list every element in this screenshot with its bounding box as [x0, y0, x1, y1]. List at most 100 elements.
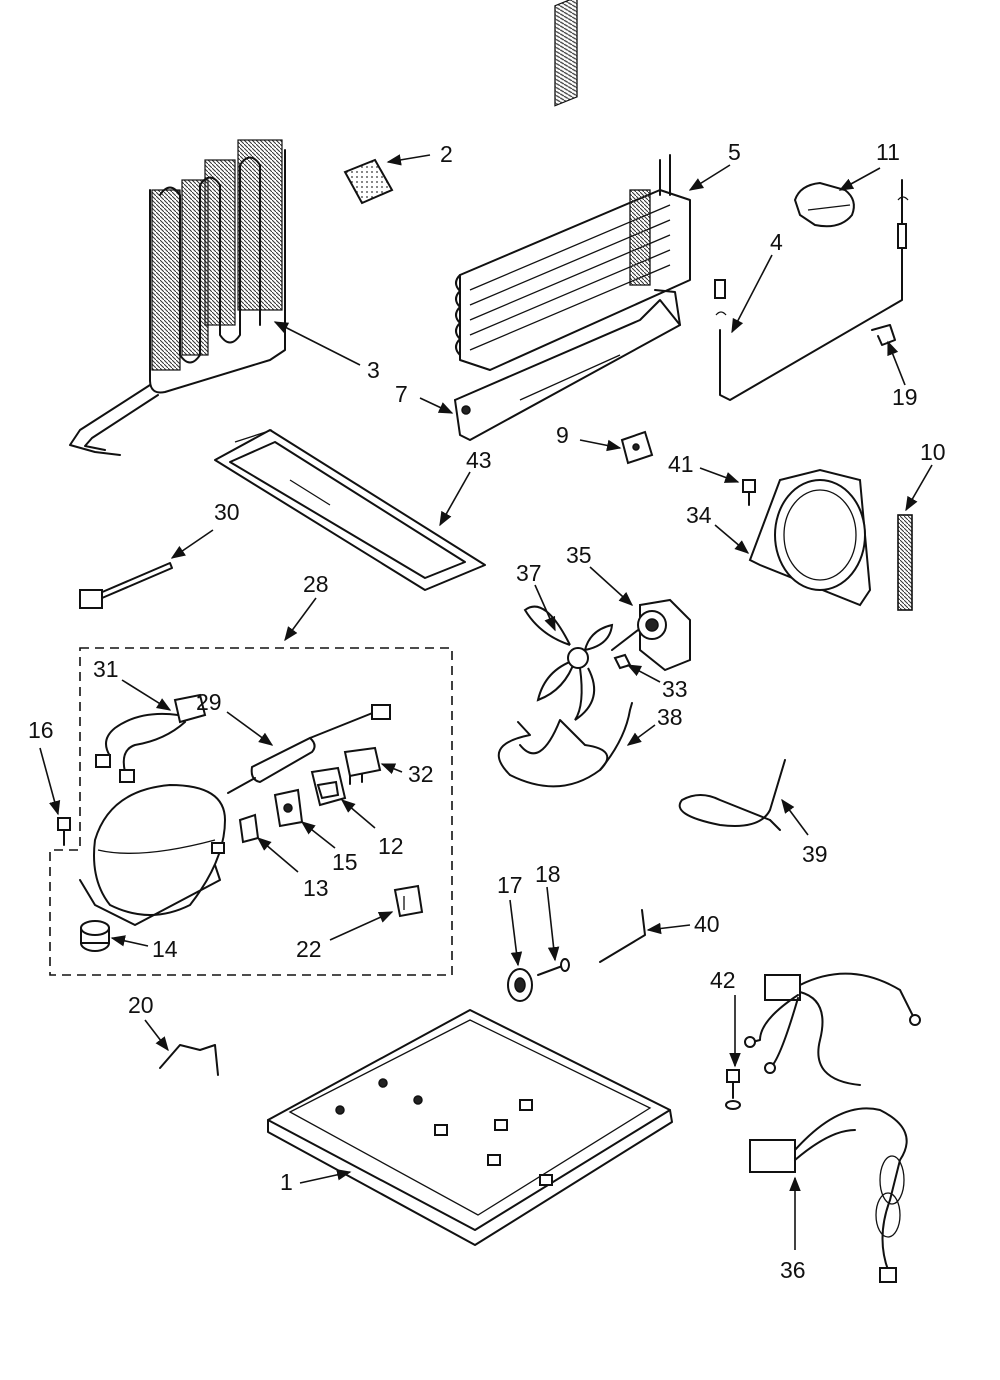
callout-37: 37: [516, 560, 542, 586]
callout-labels: 2 3 5 11 4 19 7 9 43 30 41 34 10 35 37 3…: [28, 139, 946, 1283]
leader-14: [110, 935, 149, 947]
callout-31: 31: [93, 656, 119, 682]
callout-16: 16: [28, 717, 54, 743]
callout-5: 5: [728, 139, 741, 165]
callout-29: 29: [196, 689, 222, 715]
wire-clip-part: [871, 324, 896, 346]
leader-7: [419, 397, 454, 414]
callout-32: 32: [408, 761, 434, 787]
leader-11: [838, 167, 881, 191]
leader-32: [380, 763, 403, 775]
filter-drier-part: [227, 704, 391, 794]
tubing-part: [497, 702, 633, 788]
leader-40: [646, 922, 691, 935]
ground-screw-part: [57, 817, 71, 846]
callout-40: 40: [694, 911, 720, 937]
callout-12: 12: [378, 833, 404, 859]
leader-17: [509, 899, 523, 967]
callout-9: 9: [556, 422, 569, 448]
callout-34: 34: [686, 502, 712, 528]
leader-13: [256, 837, 299, 873]
drain-trough-part: [454, 289, 681, 441]
leader-31: [121, 679, 172, 711]
fan-shroud-part: [748, 468, 872, 607]
roller-wheel-part: [507, 968, 533, 1002]
harness-screw-part: [725, 1069, 741, 1110]
callout-7: 7: [395, 381, 408, 407]
leader-3: [273, 321, 361, 366]
relay-part: [393, 884, 424, 918]
compressor-grommet-part: [80, 920, 110, 952]
callout-10: 10: [920, 439, 946, 465]
callout-30: 30: [214, 499, 240, 525]
callout-20: 20: [128, 992, 154, 1018]
callout-1: 1: [280, 1169, 293, 1195]
cable-tie-part: [79, 562, 173, 609]
leader-12: [340, 799, 376, 829]
leader-20: [144, 1019, 169, 1052]
mounting-bracket-part: [620, 430, 654, 465]
leader-4: [731, 254, 773, 334]
wiring-harness-part: [744, 972, 921, 1283]
gasket-strip-part: [897, 514, 913, 611]
callout-18: 18: [535, 861, 561, 887]
leader-2: [386, 154, 431, 166]
compressor-kit-group: [49, 647, 453, 976]
callout-2: 2: [440, 141, 453, 167]
compressor-harness-part: [95, 693, 207, 783]
evaporator-part: [455, 0, 691, 371]
callout-28: 28: [303, 571, 329, 597]
leader-16: [39, 747, 61, 816]
drain-pan-part: [214, 429, 486, 591]
callout-14: 14: [152, 936, 178, 962]
leader-33: [626, 664, 661, 683]
wire-clip-20-part: [159, 1044, 219, 1076]
insulation-pad-part: [343, 158, 394, 205]
leader-22: [329, 911, 394, 941]
leader-38: [626, 724, 656, 746]
callout-33: 33: [662, 676, 688, 702]
callout-35: 35: [566, 542, 592, 568]
leader-lines: [39, 154, 933, 1250]
leader-41: [699, 467, 740, 483]
callout-22: 22: [296, 936, 322, 962]
leader-34: [714, 524, 750, 554]
retainer-clip-part: [238, 813, 260, 844]
leader-18: [546, 886, 560, 962]
terminal-cover-part: [273, 788, 304, 828]
leader-1: [299, 1169, 352, 1184]
leader-30: [170, 529, 214, 559]
callout-11: 11: [876, 139, 900, 165]
cover-cap-part: [793, 181, 855, 228]
callout-36: 36: [780, 1257, 806, 1283]
leader-19: [887, 340, 906, 386]
callout-3: 3: [367, 357, 380, 383]
callout-38: 38: [657, 704, 683, 730]
leader-28: [284, 597, 317, 642]
shroud-screw-part: [742, 479, 756, 506]
callout-43: 43: [466, 447, 492, 473]
compressor-part: [79, 783, 227, 926]
leader-35: [589, 566, 634, 606]
capillary-tube-part: [678, 759, 786, 831]
callout-41: 41: [668, 451, 694, 477]
leader-43: [439, 471, 471, 527]
leader-15: [300, 821, 336, 849]
fan-nut-part: [613, 653, 632, 670]
fan-motor-part: [611, 598, 691, 672]
tube-bend-part: [599, 909, 646, 963]
base-frame-part: [267, 1009, 673, 1246]
callout-15: 15: [332, 849, 358, 875]
thermistor-wire-part: [714, 179, 909, 401]
callout-39: 39: [802, 841, 828, 867]
callout-13: 13: [303, 875, 329, 901]
callout-4: 4: [770, 229, 783, 255]
leader-5: [688, 164, 731, 191]
fan-blade-part: [523, 605, 614, 721]
callout-42: 42: [710, 967, 736, 993]
condenser-part: [69, 139, 286, 456]
leader-10: [905, 464, 933, 512]
leader-29: [226, 711, 274, 746]
overload-protector-part: [310, 766, 347, 807]
